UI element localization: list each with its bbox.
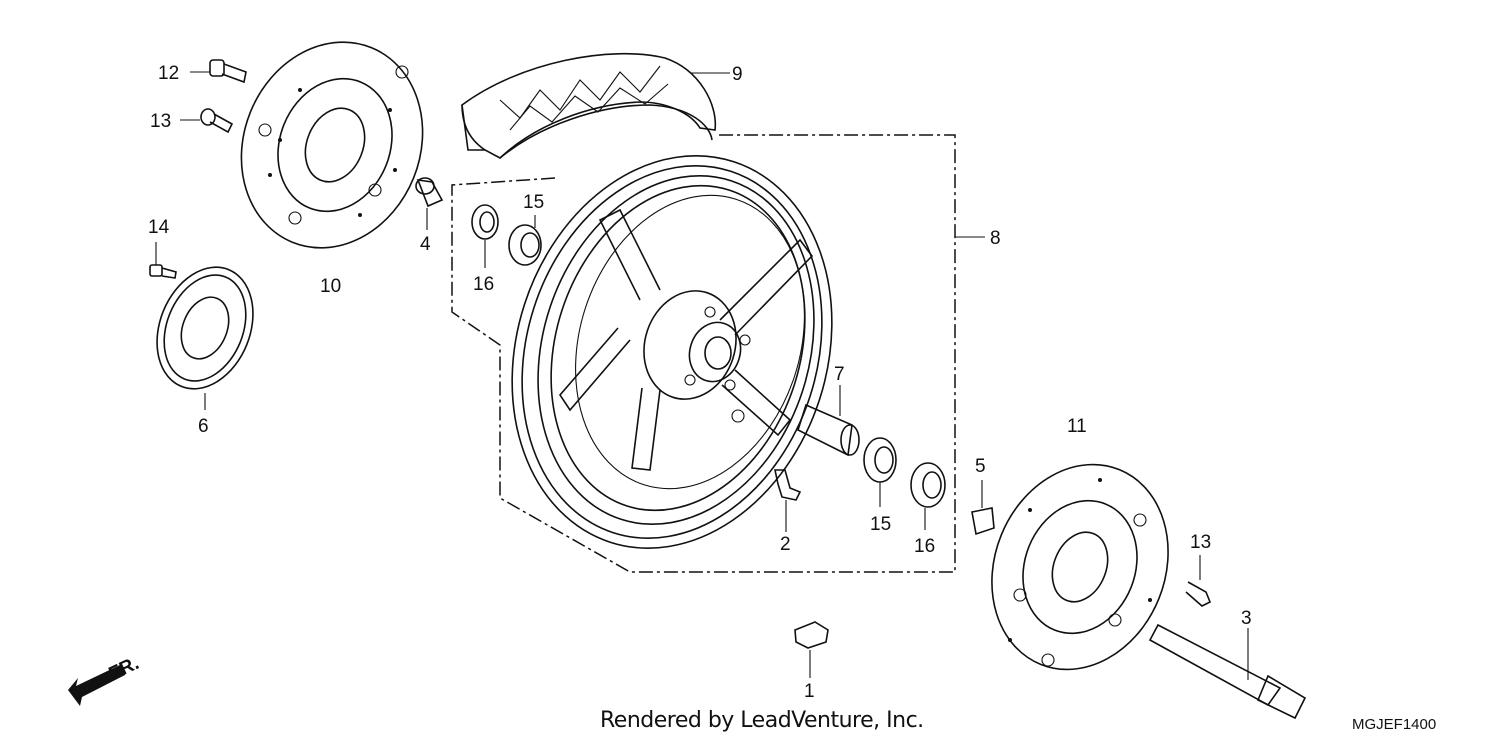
bolt-14[interactable] [149,242,177,279]
bolt-12[interactable] [190,59,247,84]
render-credit: Rendered by LeadVenture, Inc. [600,708,924,733]
bolt-13-lower[interactable] [1185,555,1212,607]
callout-15-upper: 15 [523,192,544,213]
tire[interactable] [461,52,730,159]
weight-1[interactable] [794,621,829,678]
callout-6: 6 [198,416,209,437]
callout-15-lower: 15 [870,514,891,535]
callout-2: 2 [780,534,791,555]
distance-collar-7[interactable] [797,385,860,457]
callout-13-upper: 13 [150,111,171,132]
callout-8: 8 [990,228,1001,249]
callout-11: 11 [1067,416,1087,437]
callout-12: 12 [158,63,179,84]
bearing-16-left[interactable] [471,204,499,268]
callout-7: 7 [834,364,845,385]
bearing-16-right[interactable] [910,462,946,530]
dust-seal-15-right[interactable] [863,437,897,507]
callout-5: 5 [975,456,986,477]
bolt-13-upper[interactable] [180,108,234,134]
front-direction-arrow: FR. [68,653,142,706]
wheel-assembly-boundary [451,134,985,573]
callout-14: 14 [148,217,170,238]
callout-4: 4 [420,234,431,255]
diagram-code: MGJEF1400 [1352,716,1437,733]
valve-2[interactable] [774,469,802,532]
callout-9: 9 [732,64,743,85]
callout-1: 1 [804,681,815,702]
dust-seal-15-left[interactable] [508,215,542,266]
callout-3: 3 [1241,608,1252,629]
right-brake-disc[interactable] [962,438,1198,696]
wheel-rim[interactable] [463,114,881,590]
pulser-ring[interactable] [140,253,271,410]
callout-16-lower: 16 [914,536,935,557]
callout-10: 10 [320,276,341,297]
left-brake-disc[interactable] [211,15,453,276]
callout-13-lower: 13 [1190,532,1211,553]
collar-5[interactable] [971,480,995,536]
axle-3[interactable] [1148,623,1307,720]
callout-16-upper: 16 [473,274,494,295]
collar-4[interactable] [415,177,444,230]
